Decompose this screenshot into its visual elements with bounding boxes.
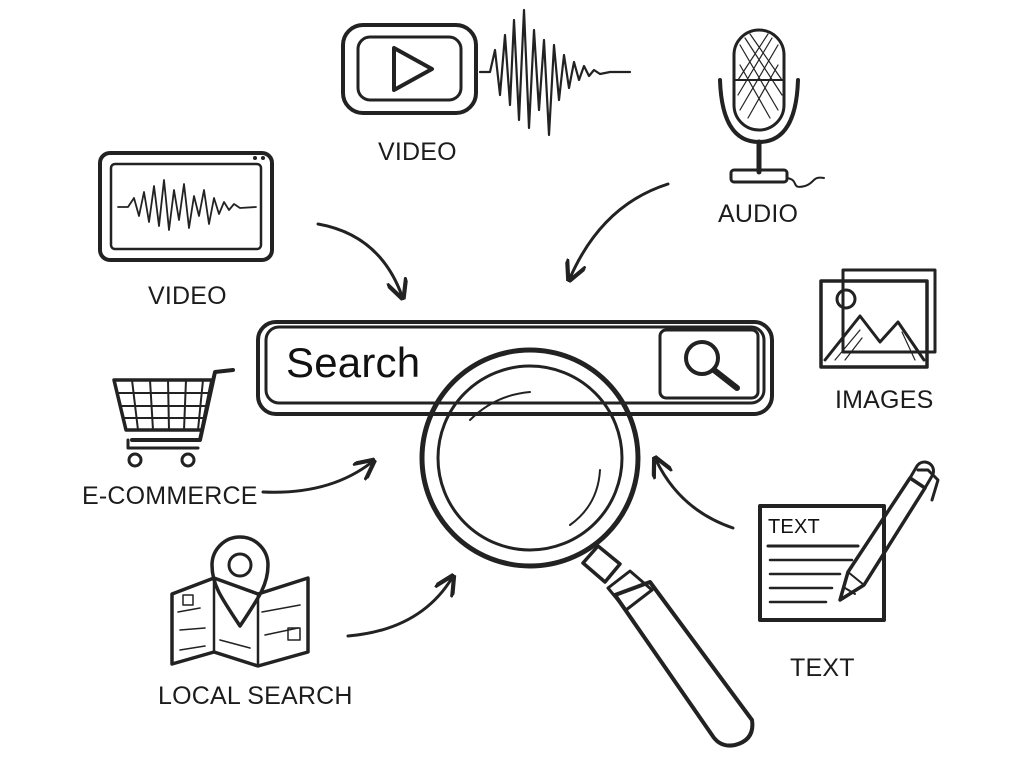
play-button-icon: [341, 23, 478, 115]
arrow-ecommerce: [261, 462, 372, 494]
map-pin-icon: [170, 535, 310, 668]
label-text: TEXT: [790, 654, 855, 682]
label-ecommerce: E-COMMERCE: [82, 482, 258, 510]
image-icon: [819, 268, 937, 369]
pen-icon: [838, 460, 940, 602]
arrow-text: [656, 460, 735, 530]
document-header-text: TEXT: [768, 516, 820, 538]
arrow-local-search: [346, 578, 452, 638]
microphone-icon: [718, 28, 825, 188]
label-audio: AUDIO: [718, 200, 799, 228]
arrows: [261, 182, 735, 638]
label-local-search: LOCAL SEARCH: [158, 682, 353, 710]
audio-waveform-icon: [478, 8, 632, 137]
label-images: IMAGES: [835, 386, 934, 414]
arrow-audio: [570, 182, 670, 278]
video-player-icon: [98, 151, 274, 262]
search-icon: [684, 340, 740, 391]
search-bar: [256, 320, 774, 416]
label-video-top: VIDEO: [378, 138, 457, 166]
search-bar-text: Search: [286, 339, 421, 386]
label-video-left: VIDEO: [148, 282, 227, 310]
document-icon: [758, 504, 886, 622]
arrow-video-left: [316, 222, 402, 296]
magnifying-glass-icon: [419, 347, 755, 748]
shopping-cart-icon: [112, 368, 235, 468]
